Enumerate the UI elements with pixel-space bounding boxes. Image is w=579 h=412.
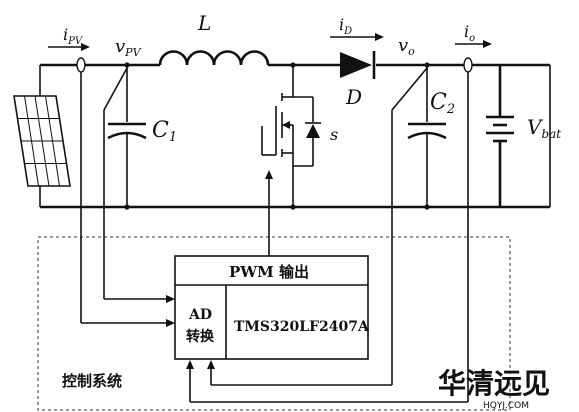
- top-rail: [39, 63, 550, 96]
- label-id: iD: [339, 15, 352, 37]
- label-c1: C1: [152, 118, 177, 145]
- label-ipv: iPV: [63, 25, 84, 47]
- label-dsp: TMS320LF2407A: [234, 319, 370, 335]
- dsp-block: [174, 255, 369, 360]
- label-io: io: [464, 22, 475, 44]
- arrow-id: [330, 33, 384, 41]
- label-inductor: L: [197, 11, 211, 35]
- feedback-vo: [207, 67, 428, 386]
- current-sensor-ipv: [76, 57, 86, 73]
- solar-panel: [13, 95, 71, 187]
- capacitor-c2: [407, 65, 447, 207]
- label-c2: C2: [430, 90, 455, 117]
- feedback-io: [186, 72, 469, 403]
- mosfet-switch: [261, 65, 321, 207]
- pwm-gate-drive: [265, 170, 273, 256]
- svg-text:HQYJ.COM: HQYJ.COM: [483, 401, 529, 411]
- current-sensor-io: [463, 57, 473, 73]
- watermark-logo: 华清远见 HQYJ.COM: [438, 367, 550, 411]
- label-diode: D: [345, 85, 362, 109]
- label-vbat: Vbat: [527, 115, 561, 141]
- battery: [486, 65, 514, 207]
- arrow-ipv: [48, 43, 90, 51]
- feedback-vpv: [103, 67, 175, 303]
- capacitor-c1: [107, 65, 147, 207]
- label-ad: AD: [188, 307, 212, 323]
- arrow-io: [455, 40, 492, 48]
- label-ad-convert: 转换: [186, 328, 215, 345]
- label-vpv: vPV: [115, 36, 142, 59]
- control-system-boundary: [37, 236, 511, 411]
- diode: [340, 51, 376, 79]
- inductor: [158, 50, 270, 66]
- label-vo: vo: [398, 35, 415, 58]
- svg-text:华清远见: 华清远见: [438, 367, 550, 400]
- label-control-system: 控制系统: [62, 372, 122, 390]
- label-pwm-output: PWM 输出: [229, 263, 309, 281]
- label-switch: s: [330, 125, 338, 144]
- feedback-ipv: [80, 72, 175, 327]
